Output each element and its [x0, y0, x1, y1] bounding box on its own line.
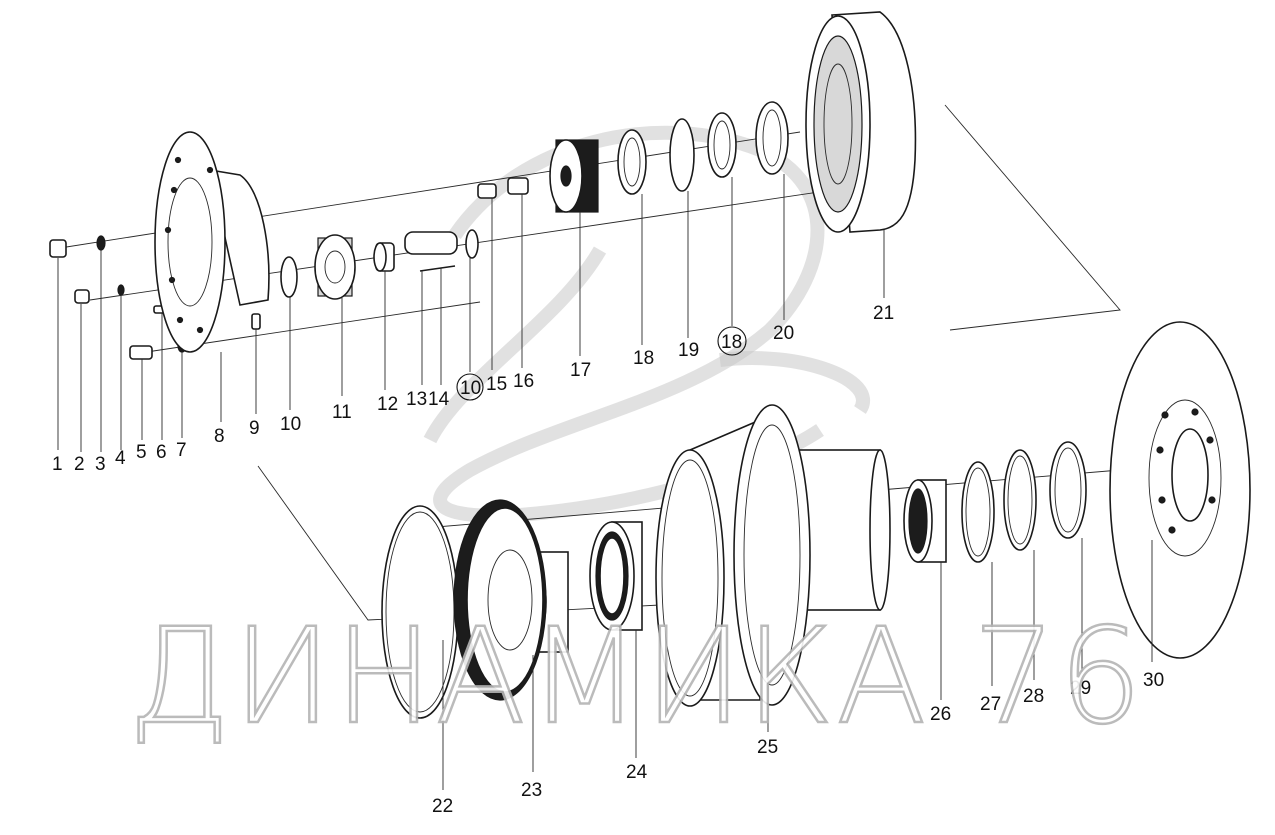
brake-disc-30 [1109, 321, 1251, 659]
o-ring-22 [381, 505, 459, 719]
label-6: 6 [156, 442, 167, 463]
label-22: 22 [432, 796, 453, 817]
rings-18-20 [617, 101, 789, 195]
seals-27-29 [961, 441, 1087, 563]
bushing-12 [373, 242, 395, 272]
washer-3 [96, 235, 106, 251]
label-12: 12 [377, 394, 398, 415]
ring-20 [755, 101, 789, 175]
label-3: 3 [95, 454, 106, 475]
label-16: 16 [513, 371, 534, 392]
spacer-15 [477, 183, 497, 199]
leader-lines [57, 174, 1153, 790]
seal-29 [1049, 441, 1087, 539]
part-labels: 1 2 3 4 5 6 7 8 9 10 11 12 13 14 10 15 1… [52, 303, 1164, 817]
ring-19 [669, 118, 695, 192]
needle-13 [419, 265, 456, 272]
label-7: 7 [176, 440, 187, 461]
label-24: 24 [626, 762, 648, 783]
gear-hub-23 [453, 499, 569, 701]
snap-ring-10 [280, 256, 298, 298]
label-27: 27 [980, 694, 1001, 715]
fastener-group [49, 235, 261, 360]
label-10: 10 [280, 414, 301, 435]
circle-10 [456, 373, 484, 401]
label-28: 28 [1023, 686, 1044, 707]
spacer-16 [507, 177, 529, 195]
label-8: 8 [214, 426, 225, 447]
ring-18 [617, 129, 647, 195]
label-15: 15 [486, 374, 507, 395]
seal-27 [961, 461, 995, 563]
label-4: 4 [115, 448, 126, 469]
housing-25 [655, 404, 891, 707]
snap-ring-10b [465, 229, 479, 259]
bearing-24 [589, 521, 643, 631]
pin-14 [404, 231, 458, 255]
sun-gear-17 [549, 139, 599, 213]
label-13: 13 [406, 389, 427, 410]
label-1: 1 [52, 454, 63, 475]
label-11: 11 [332, 402, 352, 423]
bolt-1 [49, 239, 67, 258]
flange-carrier-8 [154, 131, 270, 353]
label-2: 2 [74, 454, 85, 475]
screw-9 [251, 313, 261, 330]
label-5: 5 [136, 442, 147, 463]
ring-18b [707, 112, 737, 178]
label-21: 21 [873, 303, 894, 324]
watermark-text: ДИНАМИКА 76 [128, 600, 1144, 754]
bolt-5 [129, 345, 153, 360]
label-10-circled: 10 [460, 378, 481, 399]
ring-gear-21 [805, 11, 917, 233]
bearing-26 [903, 479, 947, 563]
washer-4 [117, 284, 125, 296]
label-18-circled: 18 [721, 332, 742, 353]
label-29: 29 [1070, 678, 1091, 699]
label-9: 9 [249, 418, 260, 439]
seal-28 [1003, 449, 1037, 551]
label-25: 25 [757, 737, 778, 758]
label-14: 14 [428, 389, 450, 410]
label-30: 30 [1143, 670, 1164, 691]
label-26: 26 [930, 704, 951, 725]
circle-18 [717, 326, 747, 356]
shaft-row-top [280, 177, 529, 300]
planet-gear-11 [314, 234, 356, 300]
label-19: 19 [678, 340, 699, 361]
label-20: 20 [773, 323, 794, 344]
bolt-2 [74, 289, 90, 304]
label-18: 18 [633, 348, 654, 369]
label-17: 17 [570, 360, 591, 381]
label-23: 23 [521, 780, 542, 801]
